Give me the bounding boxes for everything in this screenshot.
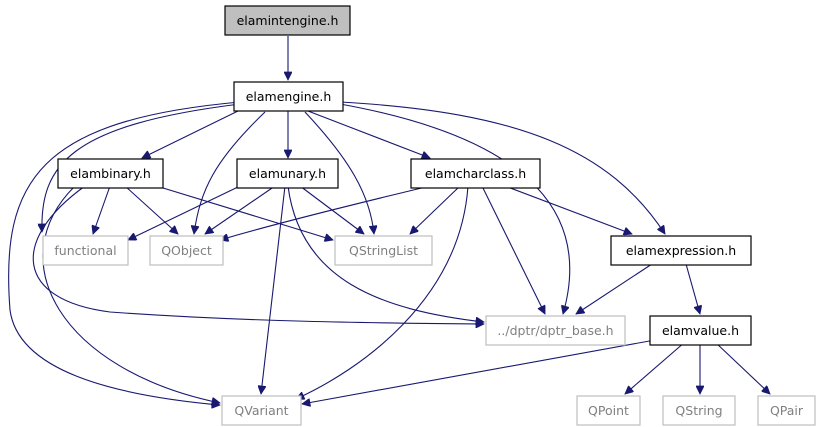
node-qstringlist[interactable]: QStringList [334, 235, 433, 266]
node-qvariant[interactable]: QVariant [221, 395, 302, 426]
node-qpoint[interactable]: QPoint [576, 395, 641, 426]
node-elamengine[interactable]: elamengine.h [233, 81, 344, 112]
edge-elamengine-to-qvariant [8, 101, 241, 405]
node-label: elamcharclass.h [425, 166, 526, 181]
node-elamexpression[interactable]: elamexpression.h [610, 235, 752, 266]
edge-elamcharclass-to-qobject [220, 185, 431, 240]
edge-elamcharclass-to-qstringlist [410, 185, 461, 234]
edge-elamvalue-to-qpair [714, 341, 770, 394]
node-label: elamintengine.h [237, 13, 339, 28]
edge-elambinary-to-qstringlist [149, 183, 333, 240]
node-label: elamunary.h [249, 166, 326, 181]
edge-elamunary-to-qvariant [261, 185, 286, 394]
node-label: QString [675, 403, 722, 418]
edge-elamengine-to-elambinary [142, 110, 239, 159]
edge-elambinary-to-qobject [124, 185, 178, 234]
node-label: elambinary.h [70, 166, 151, 181]
edge-elamcharclass-to-elamexpression [504, 185, 632, 234]
edge-elambinary-to-functional [93, 185, 111, 234]
edge-elamengine-to-qstringlist [304, 111, 374, 234]
node-functional[interactable]: functional [42, 235, 129, 266]
edge-elamcharclass-to-qvariant [296, 185, 469, 399]
node-dptr-base[interactable]: ../dptr/dptr_base.h [485, 315, 626, 346]
edge-elamvalue-to-qpoint [625, 341, 686, 394]
node-label: functional [54, 243, 116, 258]
edge-elamengine-to-dptr_base [339, 103, 571, 314]
node-qpair[interactable]: QPair [757, 395, 816, 426]
edge-elamexpression-to-elamvalue [685, 263, 700, 314]
node-qobject[interactable]: QObject [149, 235, 224, 266]
edge-elamengine-to-functional [42, 103, 241, 232]
node-label: elamexpression.h [626, 243, 736, 258]
dependency-edges [8, 36, 770, 405]
edge-elamengine-to-elamcharclass [307, 110, 430, 158]
node-label: QStringList [349, 243, 418, 258]
node-elamintengine[interactable]: elamintengine.h [224, 5, 351, 36]
node-label: elamvalue.h [662, 323, 739, 338]
edge-elamunary-to-qobject [205, 185, 276, 234]
node-elamunary[interactable]: elamunary.h [236, 158, 339, 189]
node-label: QObject [161, 243, 212, 258]
node-label: QPoint [588, 403, 629, 418]
node-label: QVariant [234, 403, 288, 418]
node-label: elamengine.h [246, 89, 332, 104]
node-elamcharclass[interactable]: elamcharclass.h [410, 158, 541, 189]
edge-elambinary-to-qvariant [42, 185, 220, 403]
node-elamvalue[interactable]: elamvalue.h [649, 315, 752, 346]
node-label: ../dptr/dptr_base.h [497, 323, 613, 338]
node-qstring[interactable]: QString [662, 395, 736, 426]
edge-elamexpression-to-dptr_base [576, 263, 653, 314]
edge-elamengine-to-qobject [194, 111, 266, 234]
edge-elamengine-to-elamexpression [339, 101, 665, 234]
node-elambinary[interactable]: elambinary.h [57, 158, 164, 189]
node-label: QPair [770, 403, 804, 418]
edge-elambinary-to-dptr_base [32, 185, 484, 324]
edge-elamunary-to-functional [128, 185, 241, 240]
edge-elamvalue-to-qvariant [302, 339, 656, 404]
edge-elamcharclass-to-dptr_base [481, 185, 546, 314]
